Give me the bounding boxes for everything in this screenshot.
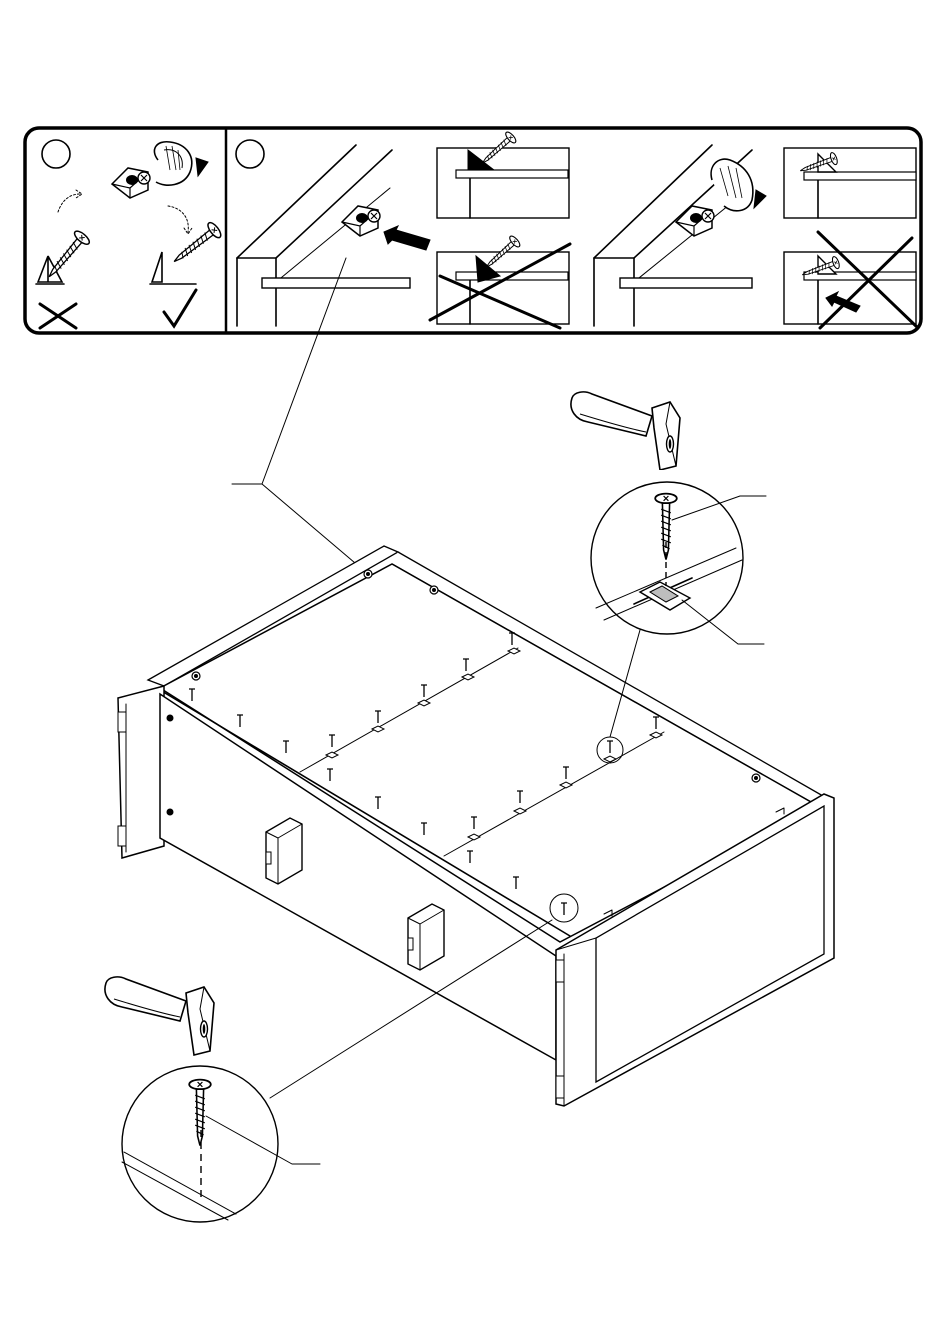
detail-magnifier-circle bbox=[105, 977, 320, 1222]
step-1-marker bbox=[42, 140, 70, 168]
hammer-icon bbox=[105, 977, 214, 1055]
cabinet-assembly bbox=[118, 258, 834, 1106]
instruction-panel bbox=[25, 128, 921, 333]
detail-magnifier-circle bbox=[571, 392, 766, 644]
step-2-marker bbox=[236, 140, 264, 168]
detail-box-correct-2 bbox=[784, 148, 916, 218]
hammer-icon bbox=[571, 392, 680, 470]
